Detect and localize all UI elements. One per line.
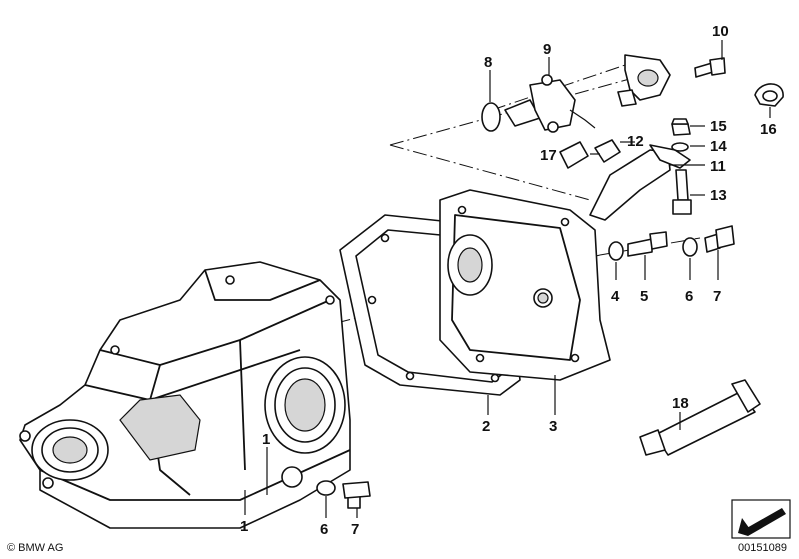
callout-18: 18 bbox=[672, 395, 689, 412]
nut-15[interactable] bbox=[671, 118, 691, 136]
callout-8: 8 bbox=[484, 54, 492, 71]
callout-14: 14 bbox=[710, 138, 727, 155]
callout-6-lower: 6 bbox=[320, 521, 328, 538]
callout-4: 4 bbox=[611, 288, 620, 305]
copyright-text: © BMW AG bbox=[7, 542, 63, 554]
leader-lines bbox=[244, 40, 771, 518]
clip-16[interactable] bbox=[754, 83, 784, 107]
callout-13: 13 bbox=[710, 187, 727, 204]
o-ring-8[interactable] bbox=[481, 102, 501, 132]
callout-7-lower: 7 bbox=[351, 521, 359, 538]
callout-1-upper: 1 bbox=[262, 431, 270, 448]
bolt-5[interactable] bbox=[627, 231, 668, 257]
connector-12[interactable] bbox=[594, 139, 621, 163]
grease-tube-18[interactable] bbox=[639, 379, 761, 456]
callout-17: 17 bbox=[540, 147, 557, 164]
sealing-ring-6-lower[interactable] bbox=[316, 480, 336, 496]
callout-11: 11 bbox=[710, 158, 726, 175]
rear-cover[interactable] bbox=[439, 189, 611, 381]
screw-plug-7-lower[interactable] bbox=[342, 481, 371, 509]
bolt-13[interactable] bbox=[672, 169, 692, 215]
sealing-ring-4[interactable] bbox=[608, 241, 624, 261]
sealing-ring-6-upper[interactable] bbox=[682, 237, 698, 257]
screw-plug-7-upper[interactable] bbox=[704, 225, 735, 253]
callout-16: 16 bbox=[760, 121, 777, 138]
callout-10: 10 bbox=[712, 23, 729, 40]
callout-12: 12 bbox=[627, 133, 644, 150]
callout-3: 3 bbox=[549, 418, 557, 435]
callout-6-upper: 6 bbox=[685, 288, 693, 305]
callout-15: 15 bbox=[710, 118, 727, 135]
bolt-10[interactable] bbox=[694, 57, 726, 78]
callout-labels: 1 1 2 3 4 5 6 7 6 7 8 9 10 11 12 13 14 1… bbox=[240, 23, 777, 538]
washer-14[interactable] bbox=[671, 142, 689, 152]
callout-9: 9 bbox=[543, 41, 551, 58]
holder-11[interactable] bbox=[589, 144, 691, 221]
speed-sensor-9[interactable] bbox=[504, 74, 596, 133]
callout-5: 5 bbox=[640, 288, 648, 305]
diagram-number: 00151089 bbox=[738, 542, 787, 554]
callout-2: 2 bbox=[482, 418, 490, 435]
bracket[interactable] bbox=[617, 54, 671, 107]
callout-1: 1 bbox=[240, 518, 248, 535]
differential-housing[interactable] bbox=[19, 261, 351, 529]
direction-arrow-icon bbox=[731, 499, 791, 539]
connector-17[interactable] bbox=[559, 141, 589, 169]
callout-7-upper: 7 bbox=[713, 288, 721, 305]
